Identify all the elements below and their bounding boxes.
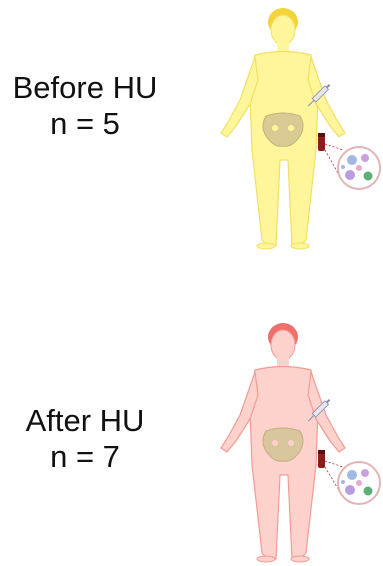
cells-magnifier-icon <box>338 462 380 504</box>
panel-after-hu: After HU n = 7 <box>0 283 383 566</box>
blood-tube-icon <box>318 450 325 468</box>
blood-tube-icon <box>318 133 325 151</box>
panel-before-hu: Before HU n = 5 <box>0 0 383 283</box>
human-figure-illustration <box>0 0 383 283</box>
human-figure-illustration <box>0 283 383 566</box>
cells-magnifier-icon <box>338 147 380 189</box>
